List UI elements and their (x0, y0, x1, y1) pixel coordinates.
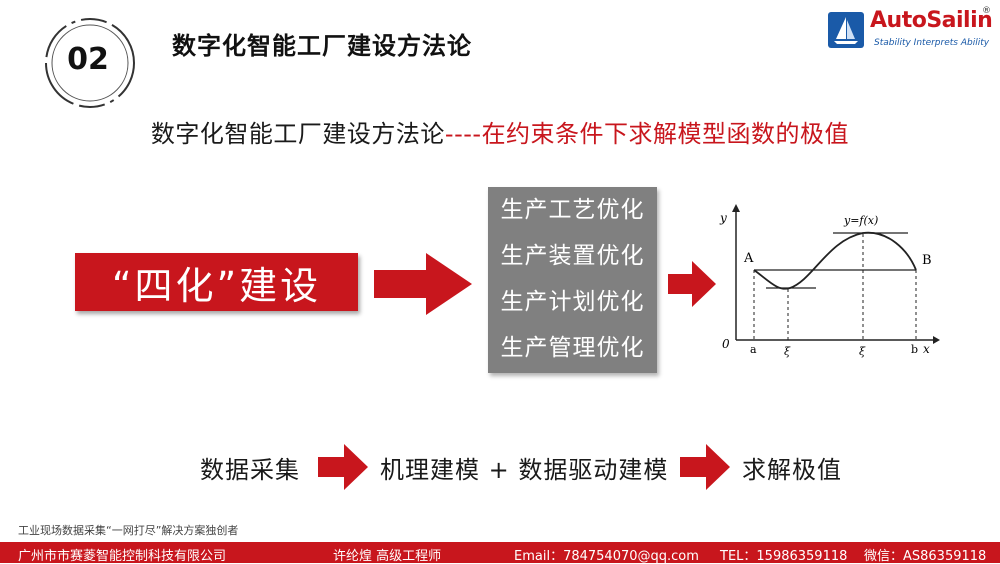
list-item: 生产装置优化 (500, 243, 645, 269)
registered-mark: ® (982, 6, 991, 16)
list-item: 生产计划优化 (500, 289, 645, 315)
autosailin-logo: AutoSailin ® Stability Interprets Abilit… (828, 6, 993, 54)
function-curve (753, 231, 917, 290)
arrow-right-icon (318, 444, 368, 490)
footer-wechat: 微信：AS86359118 (864, 549, 987, 564)
origin-label: 0 (722, 337, 730, 351)
logo-wordmark: AutoSailin (870, 8, 993, 33)
arrow-right-icon (374, 253, 472, 315)
flow-step-data-collection: 数据采集 (200, 456, 300, 484)
x-axis-label: x (923, 342, 930, 356)
extremum-function-graph: y x 0 A B y=f(x) a ξ ξ b (719, 204, 940, 358)
point-b-label: B (922, 253, 932, 268)
function-label: y=f(x) (843, 214, 878, 227)
footnote-slogan: 工业现场数据采集“一网打尽”解决方案独创者 (18, 524, 239, 537)
section-number: 02 (67, 42, 109, 77)
tick-xi1-label: ξ (784, 345, 791, 358)
footer-bar: 广州市市赛菱智能控制科技有限公司 许纶煌 高级工程师 Email：7847540… (0, 542, 1000, 564)
page-title: 数字化智能工厂建设方法论 (172, 32, 472, 60)
subtitle-highlight: ----在约束条件下求解模型函数的极值 (444, 120, 850, 148)
section-ring-decoration (45, 18, 135, 108)
subtitle: 数字化智能工厂建设方法论----在约束条件下求解模型函数的极值 (0, 114, 1000, 149)
footer-person: 许纶煌 高级工程师 (333, 549, 442, 564)
footer-tel: TEL：15986359118 (720, 549, 848, 564)
list-item: 生产工艺优化 (500, 197, 645, 223)
flow-step-modeling: 机理建模 + 数据驱动建模 (380, 456, 669, 484)
tick-b-label: b (911, 343, 918, 356)
subtitle-main: 数字化智能工厂建设方法论 (150, 120, 445, 148)
point-a-label: A (743, 251, 754, 266)
optimization-list: 生产工艺优化 生产装置优化 生产计划优化 生产管理优化 (488, 187, 657, 373)
logo-tagline: Stability Interprets Ability (874, 38, 990, 48)
arrow-right-icon (668, 261, 716, 307)
sail-logo-icon (828, 12, 864, 48)
footer-email: Email：784754070@qq.com (514, 549, 699, 564)
arrow-right-icon (680, 444, 730, 490)
tick-a-label: a (750, 343, 757, 356)
y-axis-label: y (719, 211, 727, 225)
list-item: 生产管理优化 (500, 335, 645, 361)
four-transformations-box: “四化”建设 (75, 253, 358, 311)
tick-xi2-label: ξ (859, 345, 866, 358)
flow-step-solve-extremum: 求解极值 (742, 456, 842, 484)
footer-company: 广州市市赛菱智能控制科技有限公司 (18, 549, 227, 564)
